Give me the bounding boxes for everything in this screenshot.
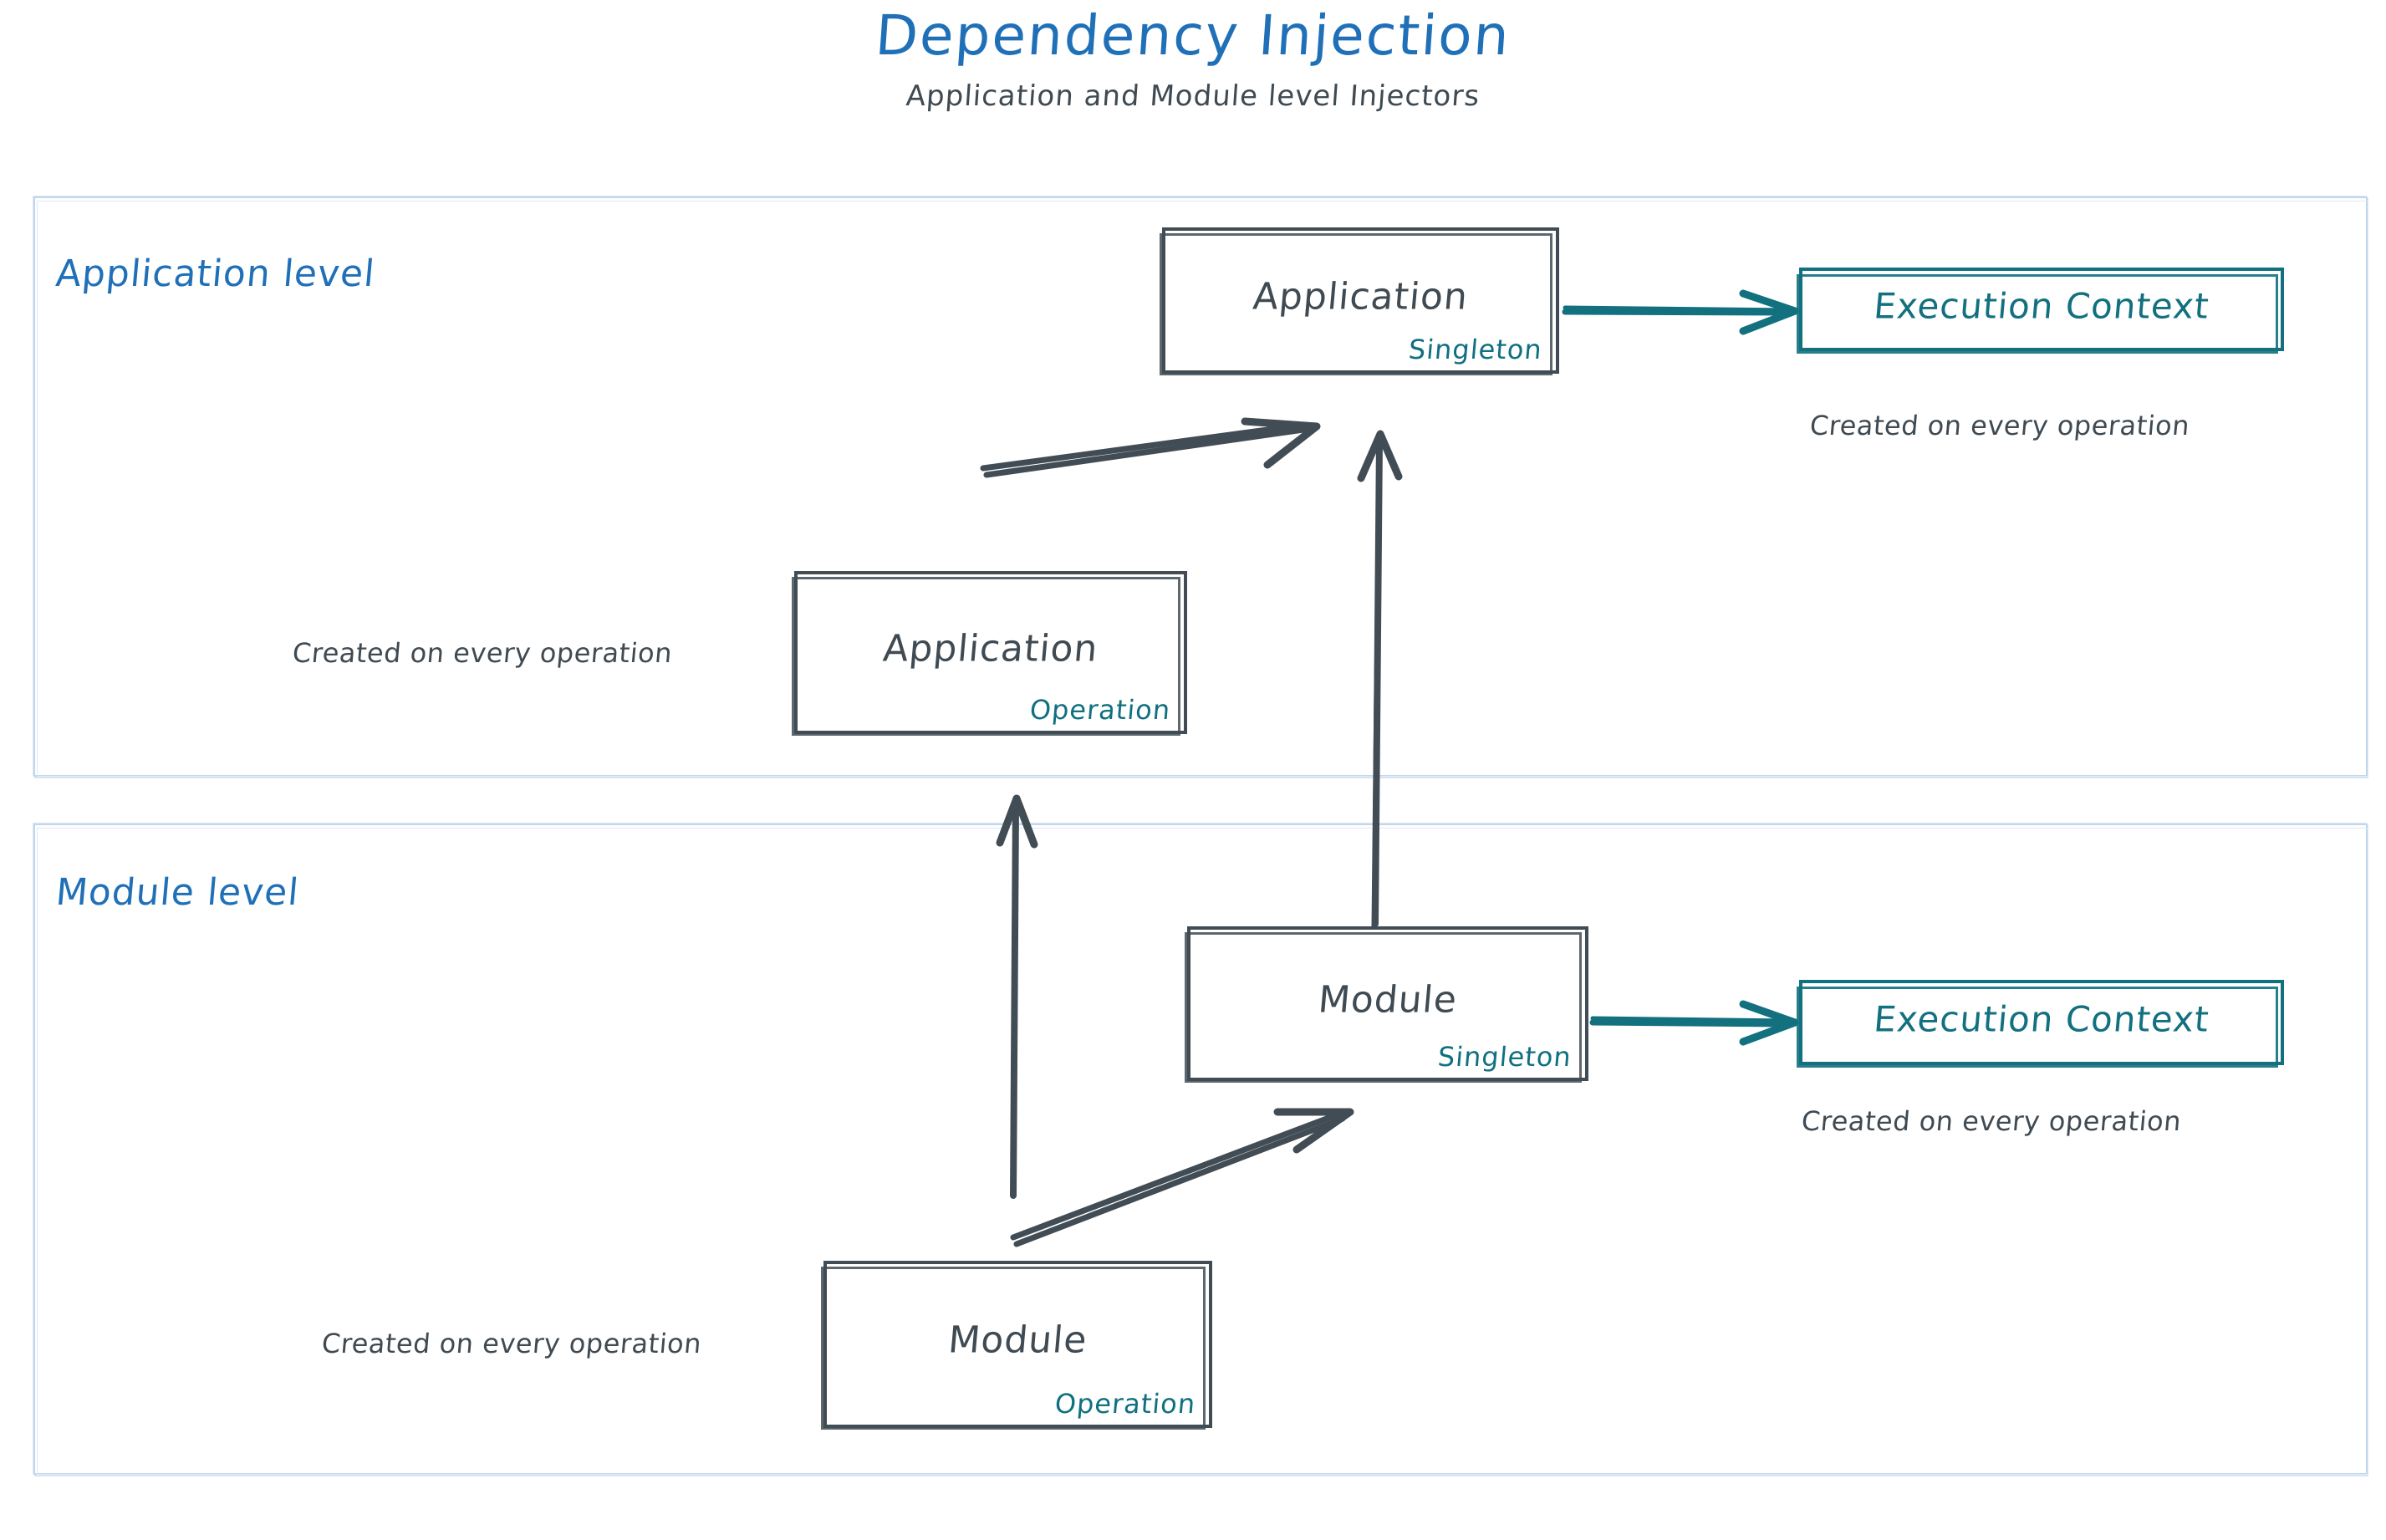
page-subtitle: Application and Module level Injectors (905, 79, 1481, 114)
node-title: Application (881, 626, 1100, 670)
node-title: Application (1251, 274, 1471, 318)
caption-execution-context-application: Created on every operation (1808, 410, 2191, 441)
node-execution-context-application[interactable]: Execution Context (1797, 268, 2284, 354)
node-title: Execution Context (1872, 285, 2211, 327)
node-scope-badge: Singleton (1436, 1041, 1573, 1073)
caption-execution-context-module: Created on every operation (1800, 1105, 2183, 1137)
node-application-singleton[interactable]: Application Singleton (1160, 227, 1559, 375)
node-title: Module (1316, 977, 1460, 1021)
node-title: Execution Context (1872, 998, 2211, 1040)
page-title: Dependency Injection (873, 3, 1513, 68)
node-module-singleton[interactable]: Module Singleton (1185, 926, 1588, 1083)
node-scope-badge: Singleton (1407, 334, 1544, 365)
node-scope-badge: Operation (1053, 1388, 1197, 1420)
caption-application-operation: Created on every operation (291, 637, 674, 669)
application-level-label: Application level (54, 252, 377, 295)
title-block: Dependency Injection Application and Mod… (0, 0, 2386, 113)
node-module-operation[interactable]: Module Operation (821, 1261, 1212, 1430)
node-application-operation[interactable]: Application Operation (792, 571, 1187, 736)
node-execution-context-module[interactable]: Execution Context (1797, 980, 2284, 1068)
module-level-label: Module level (54, 871, 301, 914)
node-scope-badge: Operation (1028, 694, 1172, 726)
caption-module-operation: Created on every operation (320, 1328, 703, 1359)
node-title: Module (946, 1318, 1089, 1362)
